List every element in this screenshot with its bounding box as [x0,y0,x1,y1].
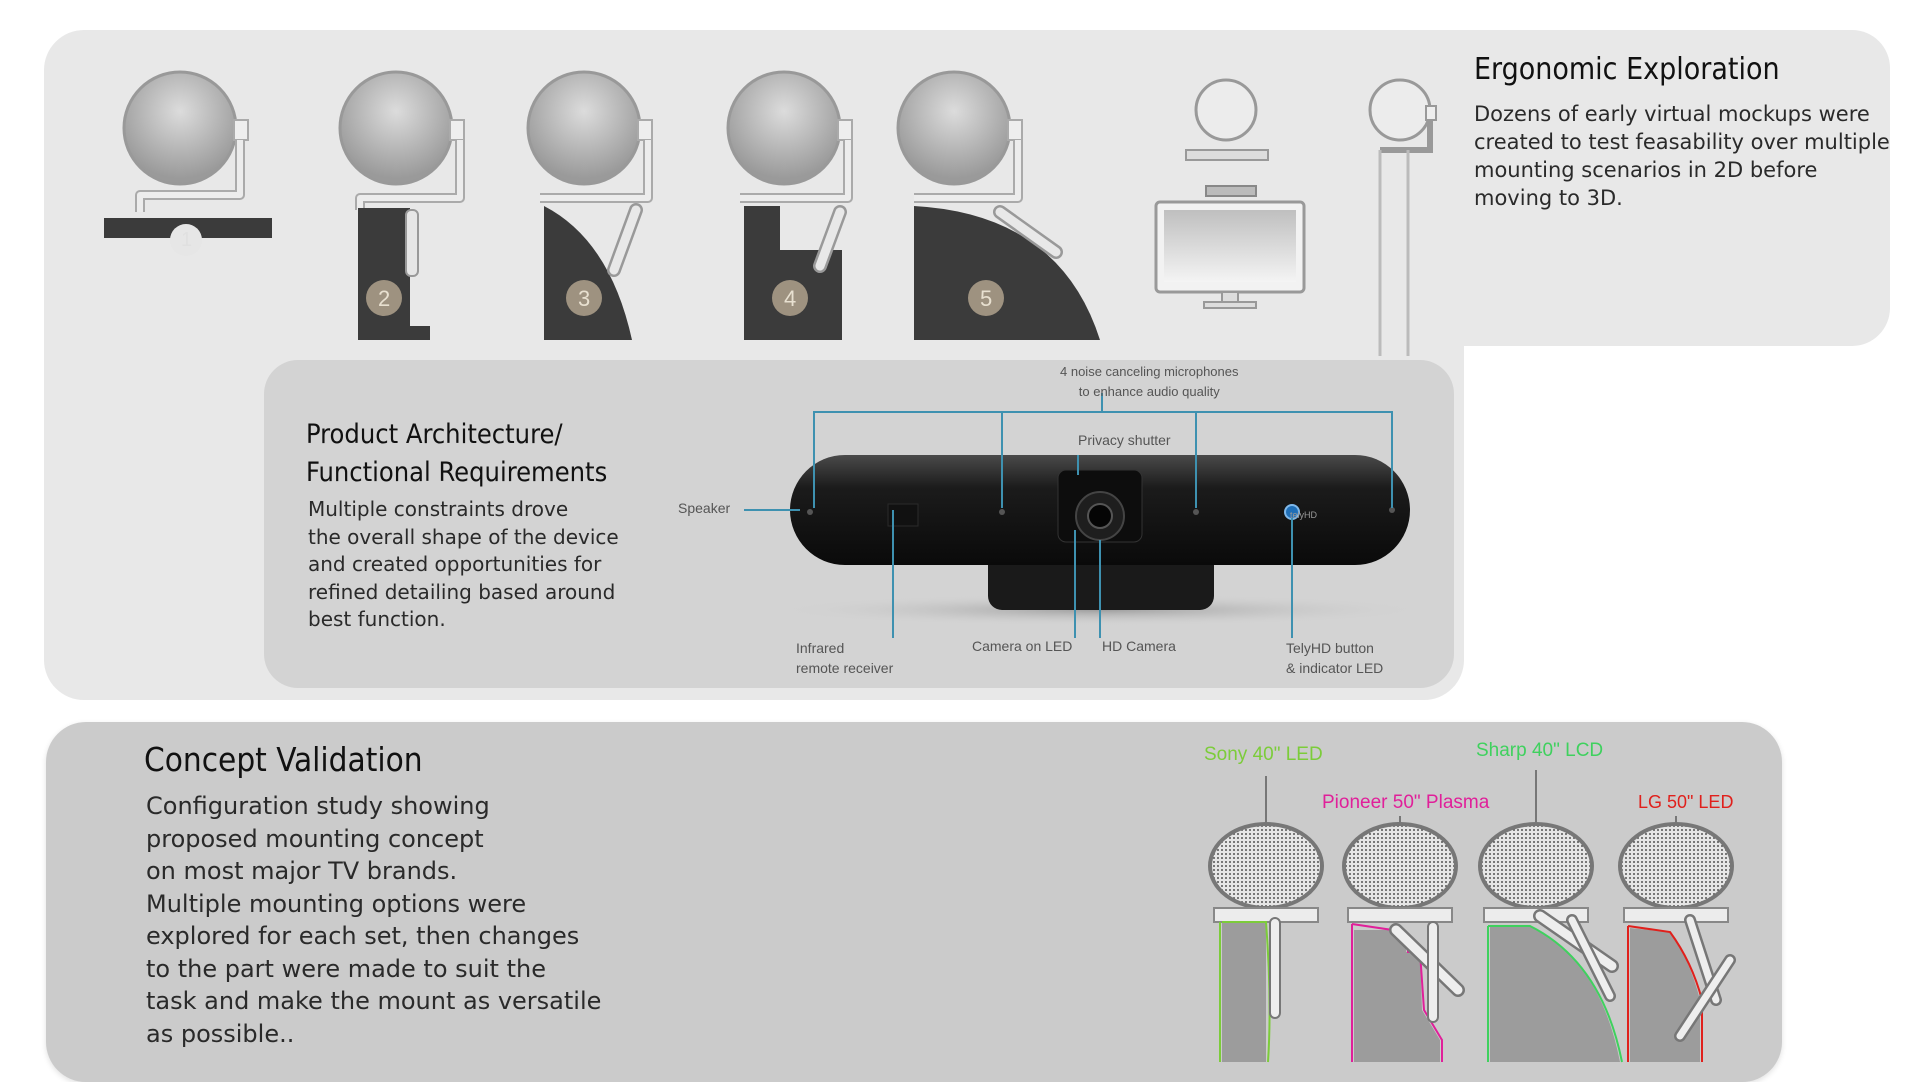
privacy-shutter-callout: Privacy shutter [1078,432,1171,448]
tv-label-sony: Sony 40" LED [1204,744,1323,765]
telyhd-callout: TelyHD button & indicator LED [1286,640,1384,676]
tv-label-pioneer: Pioneer 50" Plasma [1322,792,1490,813]
tv-label-sharp: Sharp 40" LCD [1476,740,1604,761]
hd-camera-callout: HD Camera [1102,638,1176,654]
validation-description: Configuration study showing proposed mou… [146,792,602,1048]
infrared-callout: Infrared remote receiver [796,640,894,676]
mockup-number-4: 4 [784,286,797,311]
validation-title: Concept Validation [144,740,423,779]
mockup-number-2: 2 [378,286,391,311]
architecture-description: Multiple constraints drove the overall s… [308,497,619,631]
ergonomic-description: Dozens of early virtual mockups were cre… [1474,102,1890,210]
mockup-number-3: 3 [578,286,591,311]
ergonomic-title: Ergonomic Exploration [1474,52,1780,87]
camera-led-callout: Camera on LED [972,638,1073,654]
mockup-number-1: 1 [181,229,193,251]
ergonomic-panel-extension [1420,30,1890,346]
architecture-title: Product Architecture/ Functional Require… [306,419,608,488]
tv-label-lg: LG 50" LED [1638,792,1734,812]
microphones-callout: 4 noise canceling microphones to enhance… [1060,364,1239,399]
mockup-number-5: 5 [980,286,993,311]
device-logo: telyHD [1290,510,1318,520]
speaker-callout: Speaker [678,500,731,516]
